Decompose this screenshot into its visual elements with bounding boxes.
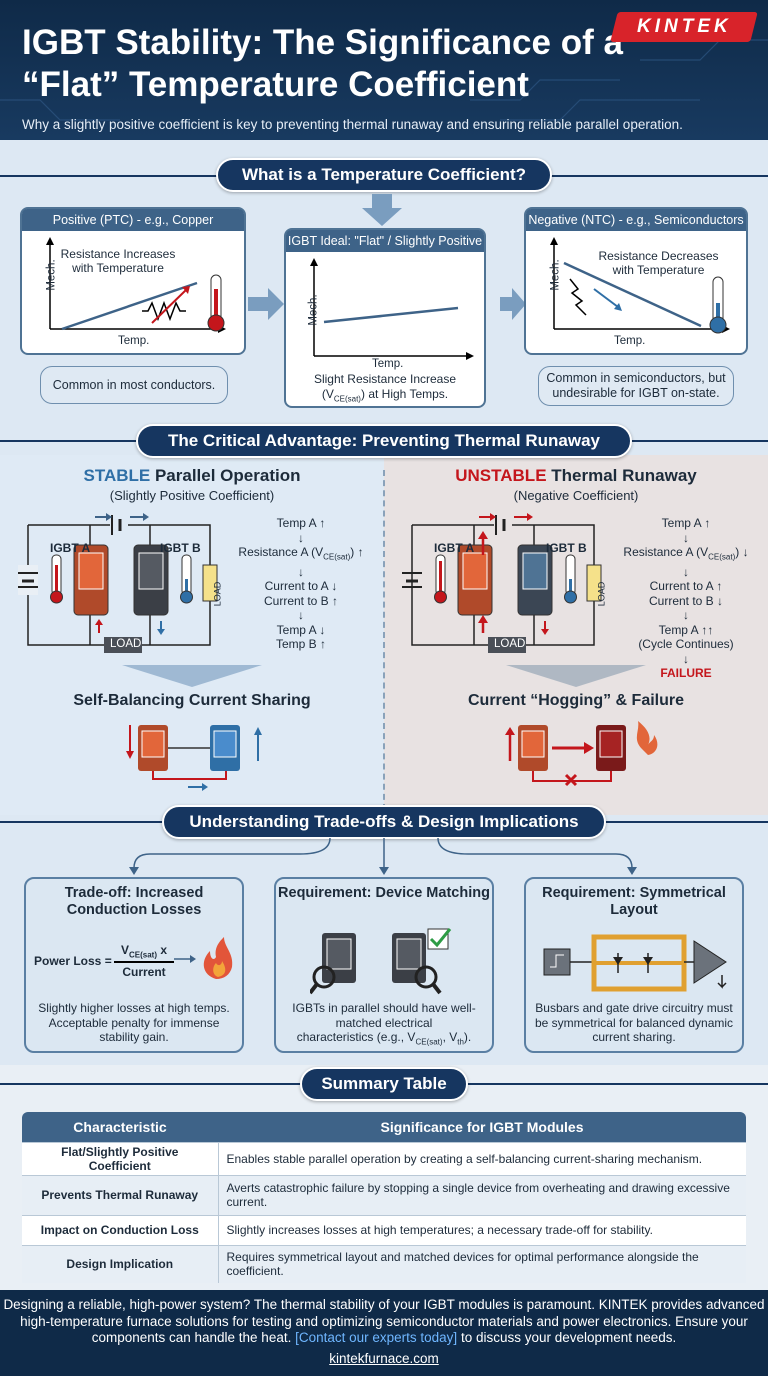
- formula-numerator: VCE(sat) x: [120, 943, 168, 960]
- igbt-ideal-card: IGBT Ideal: "Flat" / Slightly Positive M…: [284, 228, 486, 408]
- layout-box: Requirement: Symmetrical Layout Busbars …: [524, 877, 744, 1053]
- table-cell: Impact on Conduction Loss: [22, 1214, 219, 1245]
- ideal-y-axis: Mech.: [307, 294, 320, 326]
- ideal-chart: [310, 258, 474, 360]
- stable-igbt-a: IGBT A: [50, 541, 91, 555]
- matching-box: Requirement: Device Matching IGBTs in pa…: [274, 877, 494, 1053]
- footer-text-2: to discuss your development needs.: [457, 1330, 677, 1345]
- page-subtitle: Why a slightly positive coefficient is k…: [22, 117, 683, 132]
- device-matching-icon: [310, 928, 452, 995]
- summary-title: Summary Table: [300, 1067, 468, 1101]
- stable-subtitle: (Slightly Positive Coefficient): [109, 488, 275, 503]
- stable-load: LOAD: [110, 638, 142, 650]
- unstable-steps: Temp A ↑↓ Resistance A (VCE(sat)) ↓↓ Cur…: [608, 516, 764, 681]
- ntc-chart: [550, 237, 730, 334]
- table-cell: Averts catastrophic failure by stopping …: [218, 1174, 746, 1215]
- panel-divider: [383, 470, 385, 810]
- table-row: Design Implication Requires symmetrical …: [22, 1244, 746, 1283]
- layout-title: Requirement: Symmetrical Layout: [542, 885, 726, 918]
- section3-title: Understanding Trade-offs & Design Implic…: [162, 805, 606, 839]
- formula-bar: [114, 961, 174, 963]
- header: IGBT Stability: The Significance of a “F…: [0, 0, 768, 140]
- table-cell: Prevents Thermal Runaway: [22, 1174, 219, 1215]
- ptc-x-axis: Temp.: [118, 335, 150, 347]
- table-row: Impact on Conduction Loss Slightly incre…: [22, 1214, 746, 1245]
- contact-link[interactable]: [Contact our experts today]: [295, 1330, 458, 1345]
- ideal-caption-1: Slight Resistance Increase: [313, 372, 457, 386]
- stable-steps: Temp A ↑↓ Resistance A (VCE(sat)) ↑↓ Cur…: [238, 516, 364, 652]
- column-header: Characteristic: [22, 1112, 218, 1142]
- unstable-load: LOAD: [494, 638, 526, 650]
- stable-result: Self-Balancing Current Sharing: [73, 692, 311, 709]
- column-header: Significance for IGBT Modules: [218, 1112, 746, 1142]
- ptc-y-axis: Mech.: [45, 259, 58, 291]
- table-cell: Enables stable parallel operation by cre…: [218, 1141, 746, 1175]
- ntc-x-axis: Temp.: [614, 335, 646, 347]
- unstable-panel: [384, 455, 768, 815]
- ptc-chart: [46, 237, 226, 333]
- layout-text: Busbars and gate drive circuitry must be…: [534, 1001, 734, 1044]
- flame-icon: [174, 937, 233, 979]
- stable-panel: [0, 455, 384, 815]
- ideal-card-head: IGBT Ideal: "Flat" / Slightly Positive: [286, 230, 484, 252]
- ideal-x-axis: Temp.: [372, 358, 404, 370]
- unstable-igbt-a: IGBT A: [434, 541, 475, 555]
- ptc-note: Common in most conductors.: [40, 366, 228, 404]
- footer-text-1: Designing a reliable, high-power system?…: [3, 1297, 765, 1345]
- ptc-card: Positive (PTC) - e.g., Copper Resistance…: [20, 207, 246, 355]
- unstable-result: Current “Hogging” & Failure: [468, 692, 684, 709]
- unstable-title: UNSTABLE Thermal Runaway: [455, 466, 697, 485]
- website-link[interactable]: kintekfurnace.com: [329, 1350, 439, 1366]
- table-cell: Flat/Slightly Positive Coefficient: [22, 1141, 219, 1175]
- ideal-caption-2: (VCE(sat)) at High Temps.: [321, 387, 449, 404]
- unstable-subtitle: (Negative Coefficient): [513, 488, 639, 503]
- section3-connectors: [129, 838, 637, 875]
- footer: Designing a reliable, high-power system?…: [0, 1290, 768, 1376]
- section2-title: The Critical Advantage: Preventing Therm…: [136, 424, 632, 458]
- power-loss-label: Power Loss =: [34, 954, 112, 968]
- tradeoff-title: Trade-off: Increased Conduction Losses: [64, 885, 204, 918]
- ntc-note: Common in semiconductors, but undesirabl…: [538, 366, 734, 406]
- section1-arrows: [248, 194, 526, 320]
- ntc-y-axis: Mech.: [549, 259, 562, 291]
- unstable-igbt-b: IGBT B: [546, 541, 587, 555]
- ntc-label: Resistance Decreases with Temperature: [598, 249, 719, 277]
- unstable-circuit: [402, 513, 658, 787]
- table-row: Flat/Slightly Positive Coefficient Enabl…: [22, 1141, 746, 1175]
- ntc-card: Negative (NTC) - e.g., Semiconductors Re…: [524, 207, 748, 355]
- table-cell: Requires symmetrical layout and matched …: [218, 1244, 746, 1283]
- stable-circuit: [18, 513, 262, 791]
- summary-table: Characteristic Significance for IGBT Mod…: [22, 1112, 746, 1283]
- table-header-row: Characteristic Significance for IGBT Mod…: [22, 1112, 746, 1142]
- table-cell: Slightly increases losses at high temper…: [218, 1214, 746, 1245]
- failure-label: FAILURE: [660, 666, 712, 681]
- table-row: Prevents Thermal Runaway Averts catastro…: [22, 1174, 746, 1215]
- matching-text-2: characteristics (e.g., VCE(sat), Vth).: [296, 1030, 472, 1047]
- stable-load-side: LOAD: [212, 581, 223, 607]
- circuit-pattern: [0, 39, 768, 121]
- unstable-load-side: LOAD: [596, 581, 607, 607]
- ptc-card-head: Positive (PTC) - e.g., Copper: [22, 209, 244, 231]
- matching-text-1: IGBTs in parallel should have well-match…: [292, 1001, 476, 1030]
- tradeoff-text: Slightly higher losses at high temps. Ac…: [38, 1001, 230, 1044]
- tradeoff-box: Trade-off: Increased Conduction Losses P…: [24, 877, 244, 1053]
- symmetrical-layout-icon: [543, 934, 727, 992]
- section1-title: What is a Temperature Coefficient?: [216, 158, 552, 192]
- table-cell: Design Implication: [22, 1244, 219, 1283]
- page-title: IGBT Stability: The Significance of a “F…: [22, 23, 623, 104]
- ntc-card-head: Negative (NTC) - e.g., Semiconductors: [526, 209, 746, 231]
- ptc-label: Resistance Increases with Temperature: [60, 247, 176, 275]
- matching-title: Requirement: Device Matching: [278, 885, 490, 901]
- stable-title: STABLE Parallel Operation: [83, 466, 301, 485]
- formula-denominator: Current: [122, 965, 166, 979]
- stable-igbt-b: IGBT B: [160, 541, 201, 555]
